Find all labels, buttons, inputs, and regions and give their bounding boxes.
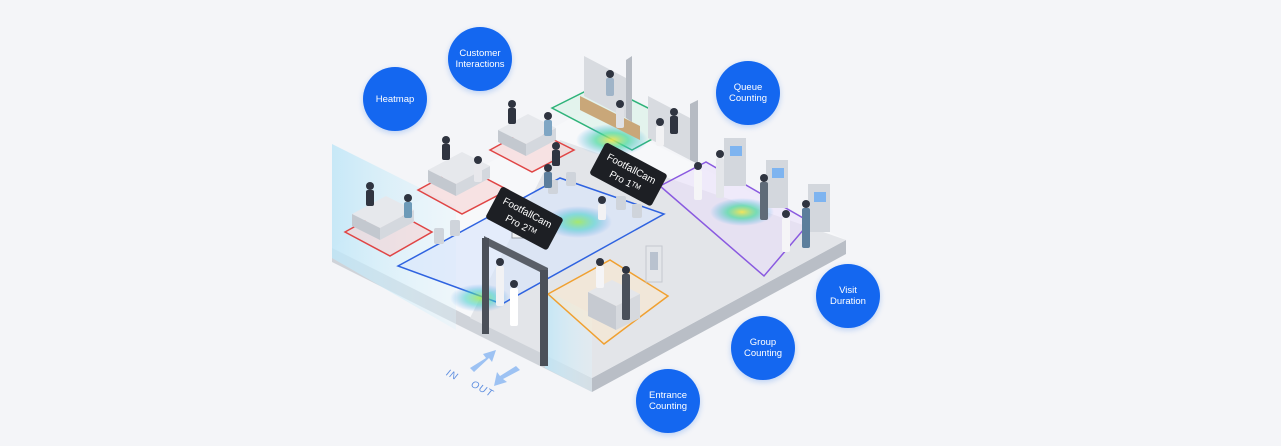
feature-customer-interactions[interactable]: Customer Interactions [448, 27, 512, 91]
feature-heatmap[interactable]: Heatmap [363, 67, 427, 131]
teller-counter [580, 56, 698, 164]
atm-machines [724, 138, 830, 232]
feature-entrance-counting-label: Entrance Counting [648, 390, 688, 412]
feature-visit-duration[interactable]: Visit Duration [816, 264, 880, 328]
people [366, 70, 810, 326]
heat-spot-entrance [450, 284, 510, 312]
in-arrow-icon [470, 350, 496, 372]
heat-spot-atm [710, 198, 774, 226]
feature-group-counting[interactable]: Group Counting [731, 316, 795, 380]
feature-heatmap-label: Heatmap [375, 93, 415, 105]
feature-queue-counting[interactable]: Queue Counting [716, 61, 780, 125]
feature-group-counting-label: Group Counting [743, 337, 783, 359]
feature-queue-counting-label: Queue Counting [728, 82, 768, 104]
feature-entrance-counting[interactable]: Entrance Counting [636, 369, 700, 433]
lounge-seats [434, 172, 642, 244]
out-arrow-icon [494, 366, 520, 386]
flow-arrows [470, 350, 520, 386]
heat-spot-lounge [544, 206, 612, 238]
feature-visit-duration-label: Visit Duration [830, 285, 866, 307]
feature-customer-interactions-label: Customer Interactions [455, 48, 505, 70]
